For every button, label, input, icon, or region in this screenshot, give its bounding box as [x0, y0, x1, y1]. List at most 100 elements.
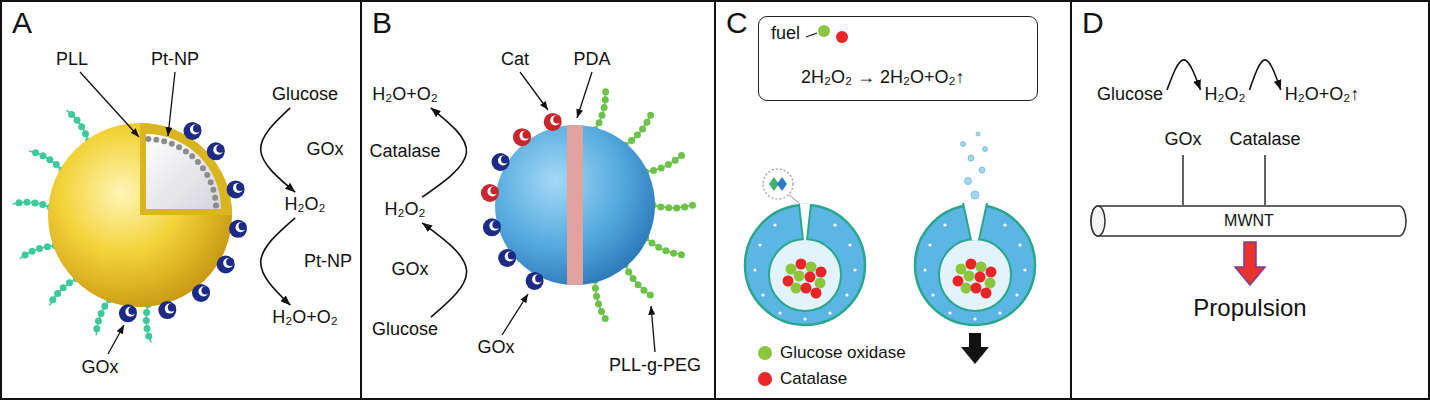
stomatocyte-open-part-part: [961, 142, 966, 147]
legend-swatch: [758, 372, 772, 386]
stomatocyte-open-part: [963, 203, 987, 240]
chemical-species: H₂O+O₂: [368, 82, 442, 108]
janus-particle-part: [492, 153, 510, 171]
stomatocyte-open-part: [961, 132, 988, 199]
leader-lines-part: [108, 325, 124, 354]
stomatocyte-open-part-part: [971, 191, 979, 199]
reaction-arrow: [261, 218, 295, 305]
node-text: H₂O₂: [285, 194, 326, 216]
janus-particle-part: [526, 272, 544, 290]
figure-panel: B H₂O+O₂ H₂O₂ Glucose: [360, 0, 716, 400]
node-text: H₂O+O₂↑: [1285, 84, 1360, 106]
stomatocyte-closed-part: [799, 204, 811, 240]
nanotube: MWNT: [1090, 205, 1408, 237]
janus-particle-part: [481, 184, 499, 202]
reaction-arrow: [261, 108, 296, 192]
reaction-box: fuel 2H₂O₂ → 2H₂O+O₂↑: [758, 16, 1038, 101]
reaction-arrow: [422, 223, 466, 317]
legend-text: Glucose oxidase: [780, 343, 906, 363]
janus-free-particle-part: [148, 139, 216, 207]
stomatocyte-open-part: [953, 259, 997, 299]
stomatocyte-closed-part: [799, 204, 811, 240]
janus-free-particle-part: [217, 256, 235, 274]
node-text: H₂O₂: [385, 199, 426, 221]
stomatocyte-open-part-part: [976, 132, 980, 136]
part-label: PLL-g-PEG: [609, 355, 701, 377]
janus-particle-part: [544, 113, 562, 131]
panel-letter: C: [726, 8, 748, 38]
stomatocyte-closed: [745, 169, 865, 325]
legend-item: Catalase: [758, 369, 847, 389]
part-label: Cat: [501, 49, 529, 71]
reaction-arrow: [1167, 60, 1200, 90]
chemical-species: Glucose: [368, 317, 442, 343]
chemical-species: H₂O+O₂: [268, 305, 342, 331]
janus-free-particle-part: [192, 284, 210, 302]
part-label: Pt-NP: [151, 49, 199, 71]
janus-free-particle-part: [229, 220, 247, 238]
fuel-sample-part: [806, 33, 817, 37]
janus-free-particle-part: [184, 122, 202, 140]
janus-particle-part: [498, 249, 516, 267]
enzyme-linkers-part: [1264, 155, 1265, 205]
legend-text: Catalase: [780, 369, 847, 389]
part-label: PDA: [573, 49, 610, 71]
node-text: MWNT: [1090, 205, 1408, 237]
stomatocyte-open-part-part: [979, 167, 985, 173]
stomatocyte-closed-part: [763, 169, 793, 199]
janus-free-particle-part: [48, 123, 232, 307]
janus-free-particle-part: [119, 304, 137, 322]
figure-panel: D Glucose H₂O₂ H₂O+O₂↑ MWNT: [1070, 0, 1430, 400]
janus-free-particle: [13, 110, 248, 342]
panel-letter: B: [372, 8, 392, 38]
reaction-arrow: [1249, 60, 1280, 90]
chemical-species: H₂O₂: [381, 197, 430, 223]
part-label: PLL: [56, 49, 88, 71]
stomatocyte-open-part-part: [965, 178, 972, 185]
stomatocyte-closed-part: [788, 194, 800, 204]
fuel-sample: [806, 25, 848, 43]
enzyme-label: Catalase: [1229, 129, 1300, 151]
leader-lines-part: [502, 294, 528, 335]
node-text: H₂O₂: [1205, 84, 1246, 106]
stomatocyte-open-part-part: [968, 155, 974, 161]
chemical-species: H₂O₂: [281, 192, 330, 218]
panel-letter: A: [12, 8, 32, 38]
nanotube-end: [1091, 206, 1105, 236]
enzyme-label: Catalase: [369, 141, 440, 163]
janus-particle: [481, 91, 693, 319]
node-text: H₂O+O₂: [372, 84, 438, 106]
panel-letter: D: [1082, 8, 1104, 38]
enzyme-linkers: [1183, 155, 1265, 205]
leader-lines-part: [651, 306, 655, 352]
janus-free-particle-part: [227, 180, 245, 198]
node-text: H₂O+O₂: [272, 307, 338, 329]
enzyme-label: GOx: [391, 259, 428, 281]
part-label: GOx: [81, 357, 118, 379]
enzyme-label: GOx: [1164, 129, 1201, 151]
node-text: Glucose: [1097, 84, 1163, 106]
stomatocyte-closed-part: [783, 259, 827, 299]
chemical-species: H₂O+O₂↑: [1281, 82, 1364, 108]
janus-free-particle-part: [158, 301, 176, 319]
fuel-sample-part: [818, 25, 830, 37]
stomatocyte-open: [915, 132, 1035, 364]
chemical-species: Glucose: [1093, 82, 1167, 108]
enzyme-linkers-part: [1182, 155, 1183, 205]
janus-particle-part: [513, 128, 531, 146]
stomatocyte-closed-part: [777, 177, 787, 191]
enzyme-label: Pt-NP: [304, 251, 352, 273]
janus-particle-part: [483, 218, 501, 236]
figure-panel: Cfuel 2H₂O₂ → 2H₂O+O₂↑: [714, 0, 1072, 400]
janus-free-particle-part: [207, 142, 225, 160]
node-text: 2H₂O₂ → 2H₂O+O₂↑: [771, 67, 1025, 89]
part-label: Propulsion: [1193, 294, 1306, 323]
propulsion-arrow: [1235, 242, 1265, 285]
node-text: fuel: [771, 23, 800, 45]
stomatocyte-closed-part: [745, 205, 865, 325]
janus-free-particle-part: [140, 123, 232, 215]
janus-particle-part: [567, 120, 583, 290]
